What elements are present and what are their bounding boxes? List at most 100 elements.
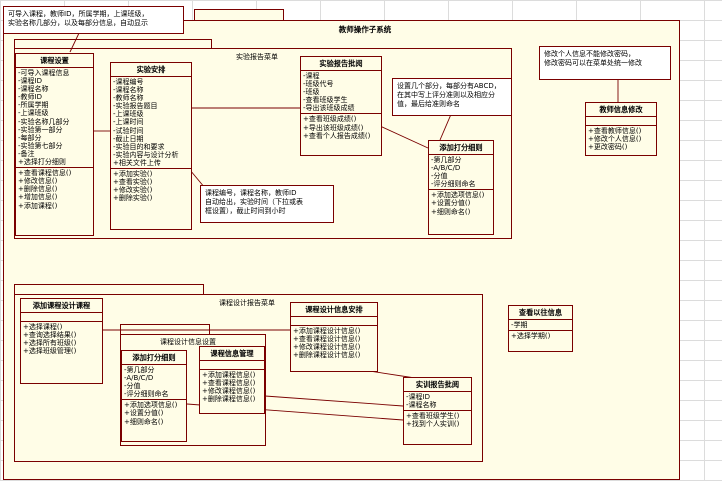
class-operations: +添加选项信息() +设置分值() +细则命名(): [122, 400, 186, 426]
class-attributes: [586, 117, 656, 126]
attribute: -第几部分: [124, 366, 155, 374]
note-right-top-line: 修改密码可以在菜单处统一修改: [544, 59, 642, 67]
operation: +选择课程(): [23, 323, 63, 331]
operation: +找到个人实训(): [406, 420, 460, 429]
class-attributes: [200, 361, 264, 370]
class-title: 添加打分细则: [122, 351, 186, 365]
class-title: 课程设置: [16, 54, 93, 68]
attribute: -课程编号: [113, 78, 144, 86]
main-package-tab: [194, 9, 284, 20]
class-attributes: -学期: [509, 320, 572, 332]
note-lower-line: 自动给出，实验时间（下拉或表: [205, 198, 303, 206]
operation: +删除课程信息(): [202, 395, 256, 404]
class-title: 实训报告批阅: [404, 378, 471, 392]
class-operations: +添加实验() +查看实验() +修改实验() +删除实验(): [111, 169, 191, 203]
note-right-top-line: 修改个人信息不能修改密码，: [544, 50, 635, 58]
operation: +增加信息(): [18, 193, 58, 202]
attribute: -实验名称几部分: [18, 117, 70, 126]
class-add-course-design: 添加课程设计课程 +选择课程() +查询选择结果() +选择所有班级() +选择…: [20, 298, 103, 384]
operation: +查看教师信息(): [588, 127, 642, 135]
note-middle-line: 值，最后给准则命名: [397, 100, 460, 108]
attribute: -导出该班级成绩: [303, 104, 355, 113]
attribute: -教师ID: [18, 93, 42, 102]
attribute: -第几部分: [431, 156, 462, 164]
class-add-scoring-details: 添加打分细则 -第几部分 -A/B/C/D -分值 -评分细则命名 +添加选项信…: [428, 140, 494, 235]
attribute: -评分细则命名: [431, 180, 476, 189]
attribute: -备注: [18, 149, 35, 158]
class-title: 教师信息修改: [586, 103, 656, 117]
note-middle-line: 在其中写上评分准则以及相应分: [397, 91, 495, 99]
operation: +添加选项信息(): [124, 401, 178, 410]
attribute: -A/B/C/D: [124, 374, 154, 383]
class-course-settings: 课程设置 -可导入课程信息 -课程ID -课程名称 -教师ID -所属学期 -上…: [15, 53, 94, 236]
attribute: -上课时间: [113, 118, 144, 127]
operation: +设置分值(): [124, 409, 164, 418]
class-operations: +查看课程信息() +修改信息() +删除信息() +增加信息() +添加课程(…: [16, 168, 93, 210]
operation: +修改实验(): [113, 186, 153, 195]
attribute: -上课班级: [18, 109, 49, 118]
attribute: -实验第一部分: [18, 125, 63, 134]
class-attributes: -第几部分 -A/B/C/D -分值 -评分细则命名: [122, 365, 186, 401]
class-operations: +添加课程设计信息() +查看课程设计信息() +修改课程设计信息() +删除课…: [291, 326, 377, 360]
attribute: -分值: [431, 172, 448, 181]
note-top-left-line: 实验名称几部分，以及每部分信息，自动显示: [8, 19, 148, 27]
course-design-info-package-tab: [120, 324, 210, 334]
attribute: -评分细则命名: [124, 390, 169, 399]
note-lower-line: 课程编号，课程名称，教师ID: [205, 189, 297, 197]
operation: +修改课程设计信息(): [293, 343, 361, 352]
class-operations: +选择课程() +查询选择结果() +选择所有班级() +选择班级管理(): [21, 322, 102, 356]
attribute: -课程名称: [113, 86, 144, 95]
class-course-info-management: 课程信息管理 +添加课程信息() +查看课程信息() +修改课程信息() +删除…: [199, 346, 265, 414]
class-title: 查看以往信息: [509, 306, 572, 320]
operation: +细则命名(): [431, 207, 471, 216]
operation: +添加选项信息(): [431, 191, 485, 200]
class-title: 添加课程设计课程: [21, 299, 102, 313]
note-lower-line: 框设置），截止时间到小时: [205, 207, 286, 215]
attribute: -班级代号: [303, 80, 334, 89]
operation: +修改课程信息(): [202, 387, 256, 396]
attribute: -实验第七部分: [18, 141, 63, 150]
class-attributes: -课程编号 -课程名称 -教师名称 -实验报告题目 -上课班级 -上课时间 -试…: [111, 77, 191, 170]
operation: +添加课程设计信息(): [293, 327, 361, 335]
course-design-info-package-label: 课程设计信息设置: [160, 338, 216, 346]
attribute: -上课班级: [113, 110, 144, 119]
operation: +更改密码(): [588, 143, 628, 152]
attribute: -查看班级学生: [303, 96, 348, 105]
class-view-past-info: 查看以往信息 -学期 +选择学期(): [508, 305, 573, 352]
attribute: -实验目的和要求: [113, 142, 165, 151]
attribute: -分值: [124, 382, 141, 391]
operation: +查看班级成绩(): [303, 115, 357, 124]
note-right-top: 修改个人信息不能修改密码， 修改密码可以在菜单处统一修改: [539, 46, 671, 80]
course-design-report-package-tab: [14, 284, 204, 294]
operation: +选择班级管理(): [23, 347, 77, 356]
operation: +查看课程设计信息(): [293, 335, 361, 344]
attribute: +选择打分细则: [18, 158, 66, 167]
attribute: -每部分: [18, 133, 42, 142]
class-operations: +查看班级成绩() +导出该班级成绩() +查看个人报告成绩(): [301, 114, 381, 140]
operation: +查看个人报告成绩(): [303, 131, 371, 140]
operation: +删除信息(): [18, 185, 58, 194]
operation: +添加实验(): [113, 170, 153, 179]
attribute: -A/B/C/D: [431, 164, 461, 173]
attribute: -教师名称: [113, 94, 144, 103]
main-package-title: 教师操作子系统: [338, 25, 392, 34]
class-attributes: -课程ID -课程名称: [404, 392, 471, 412]
attribute: -截止日期: [113, 134, 144, 143]
note-middle-connector: [439, 111, 453, 141]
course-design-report-package-label: 课程设计报告菜单: [219, 299, 275, 307]
class-operations: +添加课程信息() +查看课程信息() +修改课程信息() +删除课程信息(): [200, 370, 264, 404]
operation: +选择所有班级(): [23, 339, 77, 348]
note-top-left-line: 可导入课程，教师ID，所属学期，上课班级，: [8, 10, 149, 18]
operation: +修改个人信息(): [588, 135, 642, 144]
class-operations: +查看班级学生() +找到个人实训(): [404, 411, 471, 429]
class-attributes: -课程 -班级代号 -班级 -查看班级学生 -导出该班级成绩: [301, 71, 381, 115]
attribute: -课程ID: [18, 77, 42, 86]
class-course-design-arrange: 课程设计信息安排 +添加课程设计信息() +查看课程设计信息() +修改课程设计…: [290, 302, 378, 372]
attribute: -课程: [303, 72, 320, 80]
experiment-report-package-label: 实验报告菜单: [236, 53, 278, 61]
operation: +查询选择结果(): [23, 331, 77, 340]
note-lower: 课程编号，课程名称，教师ID 自动给出，实验时间（下拉或表 框设置），截止时间到…: [200, 185, 334, 223]
operation: +删除实验(): [113, 194, 153, 203]
operation: +查看班级学生(): [406, 412, 460, 421]
